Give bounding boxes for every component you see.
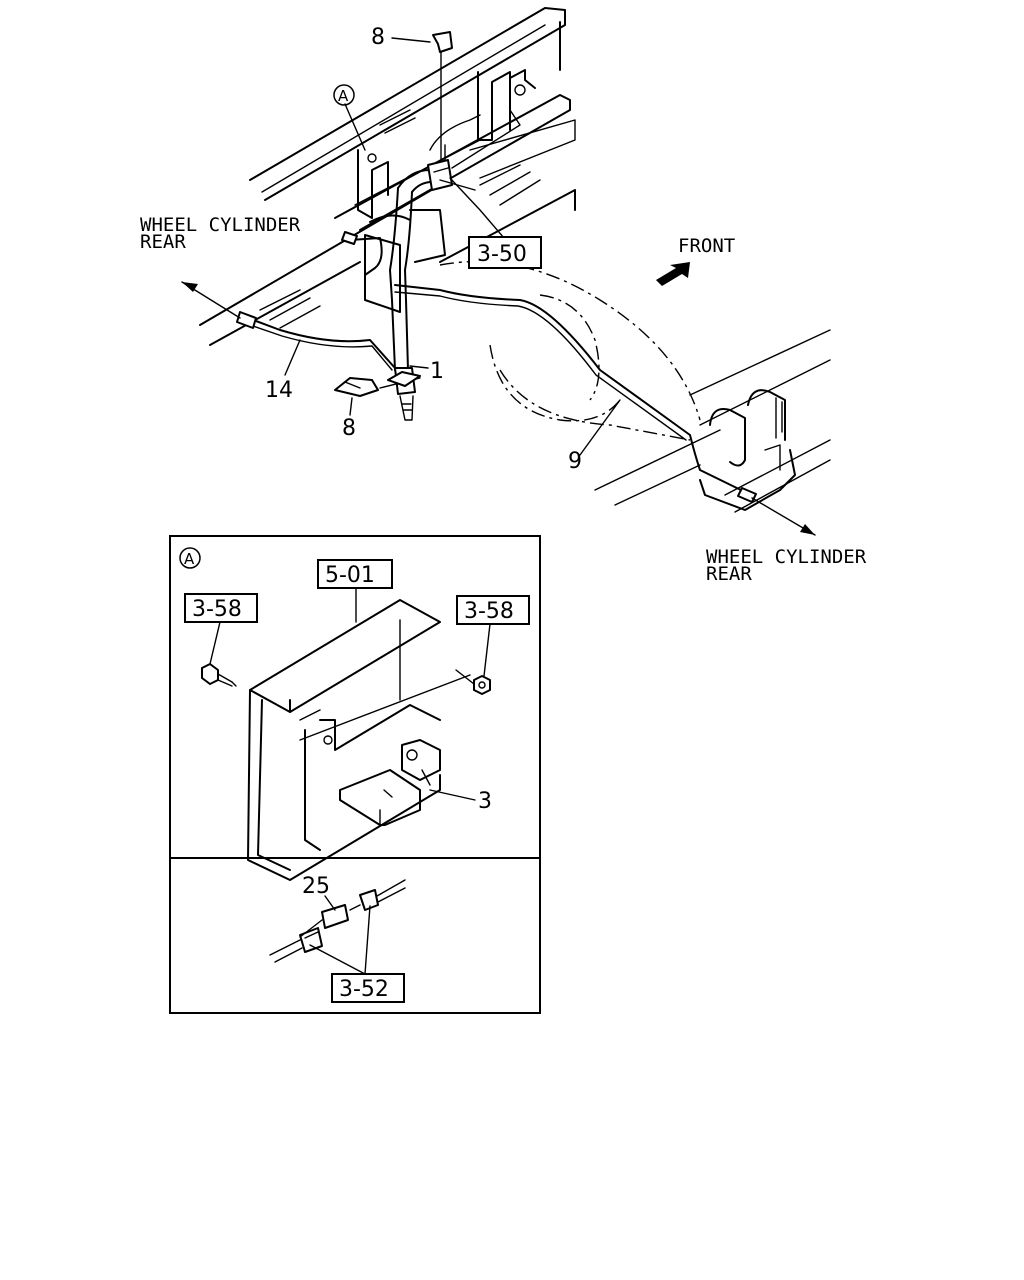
axle-housing-drawing [439, 260, 831, 513]
front-direction-arrow-icon [656, 262, 690, 286]
ref-3-50-text: 3-50 [477, 242, 527, 267]
callout-part-14: 14 [265, 378, 293, 403]
circled-letter-icon: A [333, 84, 355, 106]
callout-part-3: 3 [478, 789, 492, 814]
frame-member-detail [247, 599, 471, 881]
leader-25 [324, 895, 336, 911]
wheel-cylinder-right-line1: WHEEL CYLINDER [706, 546, 867, 568]
pipe-end-left [181, 231, 358, 329]
brake-pipe-14 [247, 237, 396, 371]
clip-8-top [432, 31, 453, 161]
detail-panel [169, 535, 541, 1014]
callout-part-8-top: 8 [371, 25, 385, 50]
clip-8-bottom [334, 371, 421, 397]
union-fitting-detail [269, 879, 406, 963]
leader-3-52 [309, 905, 371, 975]
ref-box-3-52: 3-52 [331, 973, 405, 1003]
bolt-3-58 [201, 621, 237, 687]
circled-letter-icon: A [179, 547, 201, 569]
ref-box-3-58-left: 3-58 [184, 593, 258, 623]
wheel-cylinder-left-line2: REAR [140, 231, 186, 253]
callout-part-9: 9 [568, 449, 582, 474]
bracket-3 [339, 739, 476, 826]
ref-3-52-text: 3-52 [339, 977, 389, 1002]
hose-connector-top [427, 109, 521, 191]
callout-part-1: 1 [430, 359, 444, 384]
callout-part-25: 25 [302, 874, 330, 899]
ref-box-5-01: 5-01 [317, 559, 393, 589]
pipe-end-right [737, 487, 816, 536]
ref-3-58-left-text: 3-58 [192, 597, 242, 622]
ref-box-3-58-right: 3-58 [456, 595, 530, 625]
brake-pipe-9 [394, 284, 746, 493]
nut-3-58 [455, 623, 491, 695]
leader-lines [284, 37, 621, 456]
wheel-cylinder-left-line1: WHEEL CYLINDER [140, 214, 301, 236]
callout-part-8-bottom: 8 [342, 416, 356, 441]
ref-5-01-text: 5-01 [325, 563, 375, 588]
callout-detail-a: A [338, 87, 349, 105]
ref-box-3-50: 3-50 [468, 236, 542, 269]
callout-detail-a-panel: A [184, 550, 195, 568]
frame-rail-drawing [199, 7, 576, 346]
ref-3-58-right-text: 3-58 [464, 599, 514, 624]
wheel-cylinder-right-line2: REAR [706, 563, 752, 585]
front-label: FRONT [678, 235, 735, 257]
